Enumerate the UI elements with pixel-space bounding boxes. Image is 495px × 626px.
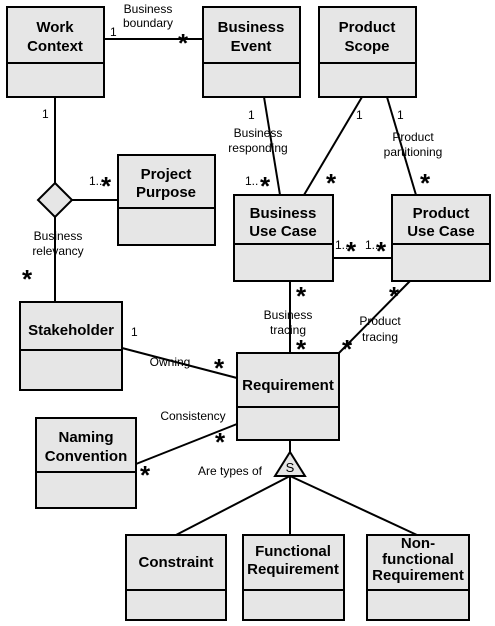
stakeholder-name: Stakeholder <box>28 322 114 339</box>
class-requirement[interactable]: Requirement <box>236 352 340 441</box>
assoc-business-relevancy-1: Business <box>34 229 83 243</box>
assoc-business-tracing-1: Business <box>264 308 313 322</box>
assoc-product-tracing-2: tracing <box>362 330 398 344</box>
assoc-business-boundary-1: Business <box>124 2 173 16</box>
product-scope-name-2: Scope <box>344 38 389 55</box>
edge-generalization-nonfunctional <box>289 475 418 536</box>
mult-businessevent-boundary: * <box>178 28 189 58</box>
edge-productscope-productusecase <box>386 96 417 196</box>
mult-requirement-owning: * <box>214 353 225 383</box>
nonfunctional-requirement-name-3: Requirement <box>372 567 464 584</box>
generalization-triangle <box>273 450 307 477</box>
naming-convention-name-1: Naming <box>58 429 113 446</box>
constraint-name: Constraint <box>139 554 214 571</box>
class-work-context[interactable]: Work Context <box>6 6 105 98</box>
functional-requirement-name-2: Requirement <box>247 561 339 578</box>
edges <box>54 38 418 536</box>
work-context-name-2: Context <box>27 38 83 55</box>
mult-projectpurpose-relevancy-star: * <box>101 171 112 201</box>
aggregation-diamond <box>36 181 74 219</box>
mult-productusecase-tracing: * <box>389 281 400 311</box>
class-business-event[interactable]: Business Event <box>202 6 301 98</box>
assoc-product-tracing-1: Product <box>359 314 401 328</box>
business-event-name-2: Event <box>231 38 272 55</box>
work-context-name-1: Work <box>36 19 74 36</box>
edge-stakeholder-requirement <box>121 347 238 379</box>
class-project-purpose[interactable]: Project Purpose <box>117 154 216 246</box>
naming-convention-name-2: Convention <box>45 448 128 465</box>
edge-businessevent-businessusecase <box>263 96 281 196</box>
class-product-use-case[interactable]: Product Use Case <box>391 194 491 282</box>
class-constraint[interactable]: Constraint <box>125 534 227 621</box>
assoc-business-tracing-2: tracing <box>270 323 306 337</box>
assoc-business-boundary-2: boundary <box>123 16 173 30</box>
mult-productusecase-partitioning: * <box>420 168 431 198</box>
assoc-product-partitioning-2: partitioning <box>384 145 443 159</box>
class-functional-requirement[interactable]: Functional Requirement <box>242 534 345 621</box>
mult-workcontext-boundary: 1 <box>110 25 117 39</box>
class-naming-convention[interactable]: Naming Convention <box>35 417 137 509</box>
business-use-case-name-1: Business <box>250 205 317 222</box>
mult-productusecase-link-star: * <box>376 236 387 266</box>
mult-productusecase-link-num: 1.. <box>365 238 378 252</box>
mult-businessusecase-responding-star: * <box>260 171 271 201</box>
requirement-name: Requirement <box>242 377 334 394</box>
mult-businessevent-responding: 1 <box>248 108 255 122</box>
nonfunctional-requirement-name-2: functional <box>382 551 454 568</box>
assoc-product-partitioning-1: Product <box>392 130 434 144</box>
edge-productusecase-requirement <box>336 280 411 356</box>
mult-businessusecase-scope: * <box>326 168 337 198</box>
mult-businessusecase-responding-num: 1.. <box>245 174 258 188</box>
nonfunctional-requirement-name-1: Non- <box>401 535 435 552</box>
mult-stakeholder-owning: 1 <box>131 325 138 339</box>
mult-stakeholder-relevancy: * <box>22 264 33 294</box>
functional-requirement-name-1: Functional <box>255 543 331 560</box>
edge-productscope-businessusecase <box>303 96 363 196</box>
product-use-case-name-2: Use Case <box>407 223 475 240</box>
mult-businessusecase-link-num: 1.. <box>335 238 348 252</box>
mult-workcontext-relevancy: 1 <box>42 107 49 121</box>
project-purpose-name-2: Purpose <box>136 184 196 201</box>
assoc-business-responding-1: Business <box>234 126 283 140</box>
product-use-case-name-1: Product <box>413 205 470 222</box>
mult-projectpurpose-relevancy-num: 1.. <box>89 174 102 188</box>
business-event-name-1: Business <box>218 19 285 36</box>
product-scope-name-1: Product <box>339 19 396 36</box>
edge-generalization-constraint <box>175 475 291 536</box>
class-nonfunctional-requirement[interactable]: Non- functional Requirement <box>366 534 470 621</box>
class-product-scope[interactable]: Product Scope <box>318 6 417 98</box>
generalization-symbol: S <box>286 460 295 475</box>
mult-businessusecase-tracing: * <box>296 281 307 311</box>
class-business-use-case[interactable]: Business Use Case <box>233 194 334 282</box>
assoc-business-relevancy-2: relevancy <box>32 244 83 258</box>
mult-namingconvention-consistency: * <box>140 460 151 490</box>
mult-productscope-partitioning: 1 <box>397 108 404 122</box>
business-use-case-name-2: Use Case <box>249 223 317 240</box>
project-purpose-name-1: Project <box>141 166 192 183</box>
mult-businessusecase-link-star: * <box>346 236 357 266</box>
assoc-are-types-of: Are types of <box>198 464 263 478</box>
assoc-owning: Owning <box>150 355 191 369</box>
mult-requirement-producttracing: * <box>342 334 353 364</box>
mult-requirement-consistency: * <box>215 427 226 457</box>
assoc-business-responding-2: responding <box>228 141 287 155</box>
edge-namingconvention-requirement <box>135 423 238 465</box>
mult-productscope-scope-bu: 1 <box>356 108 363 122</box>
class-stakeholder[interactable]: Stakeholder <box>19 301 123 391</box>
assoc-consistency: Consistency <box>160 409 225 423</box>
mult-requirement-businesstracing: * <box>296 334 307 364</box>
